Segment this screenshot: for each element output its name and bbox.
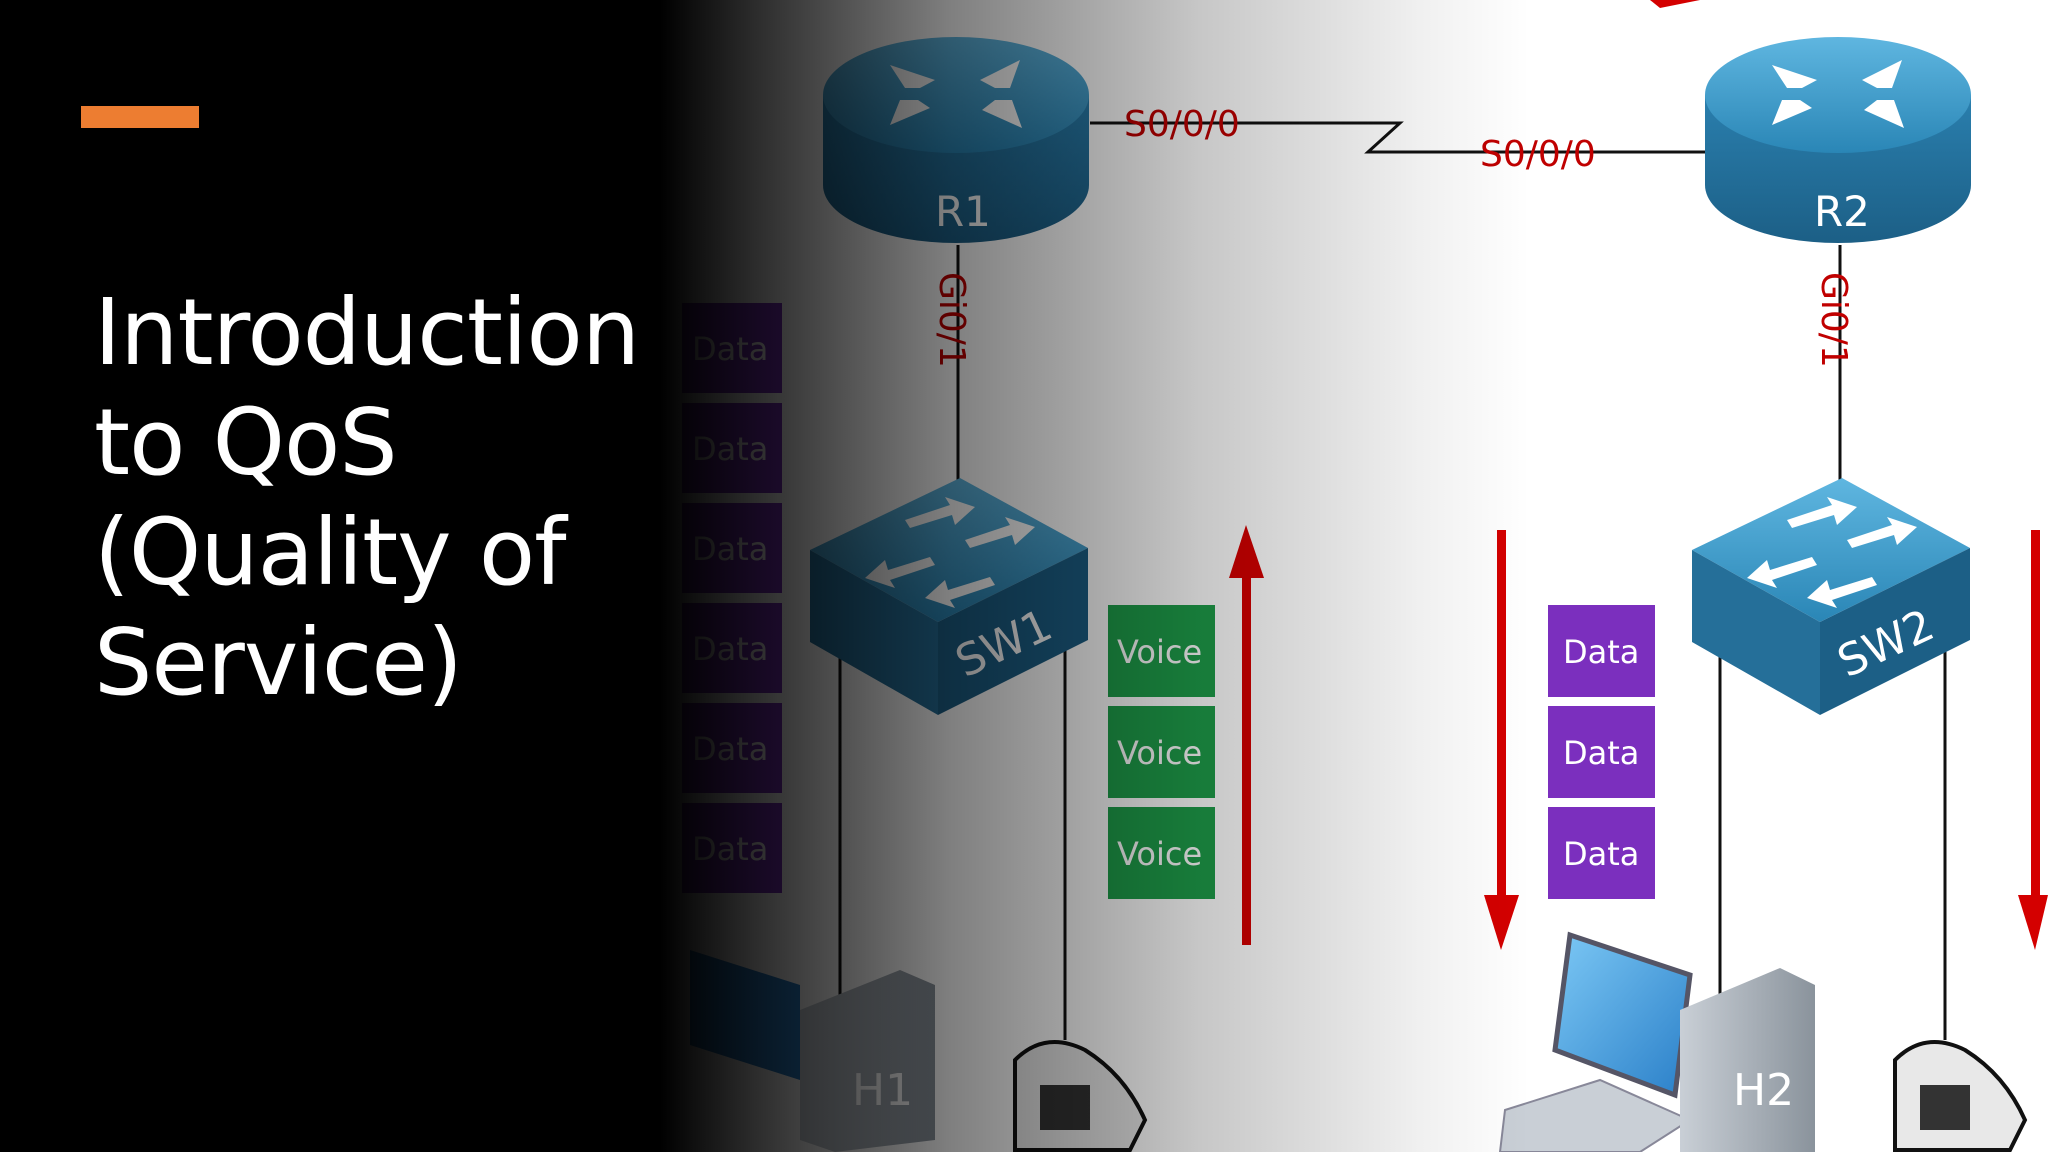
up-arrow-shaft xyxy=(1242,560,1251,945)
r2-gig-label: Gi0/1 xyxy=(1813,272,1854,368)
accent-bar xyxy=(81,106,199,128)
right-data-packets: Data Data Data xyxy=(1548,605,1655,899)
down-arrow-shaft xyxy=(1497,530,1506,910)
data-packet-label: Data xyxy=(1563,734,1639,772)
router-r1: R1 xyxy=(823,37,1089,243)
voice-packet-label: Voice xyxy=(1117,835,1202,873)
voice-packet-label: Voice xyxy=(1117,734,1202,772)
data-packet-label: Data xyxy=(692,730,768,768)
slide-title: Introduction to QoS (Quality of Service) xyxy=(94,279,640,716)
r2-serial-label: S0/0/0 xyxy=(1480,134,1596,175)
down-arrow-shaft xyxy=(2031,530,2040,910)
r1-gig-label: Gi0/1 xyxy=(931,272,972,368)
voice-packets: Voice Voice Voice xyxy=(1108,605,1215,899)
data-packet-label: Data xyxy=(1563,633,1639,671)
router-r1-label: R1 xyxy=(935,187,991,236)
data-packet-label: Data xyxy=(692,830,768,868)
host-h1-label: H1 xyxy=(852,1065,913,1116)
host-h2-label: H2 xyxy=(1733,1065,1794,1116)
r1-serial-label: S0/0/0 xyxy=(1124,104,1240,145)
voice-packet-label: Voice xyxy=(1117,633,1202,671)
router-r2-label: R2 xyxy=(1814,187,1870,236)
router-r2: R2 xyxy=(1705,37,1971,243)
data-packet-label: Data xyxy=(1563,835,1639,873)
